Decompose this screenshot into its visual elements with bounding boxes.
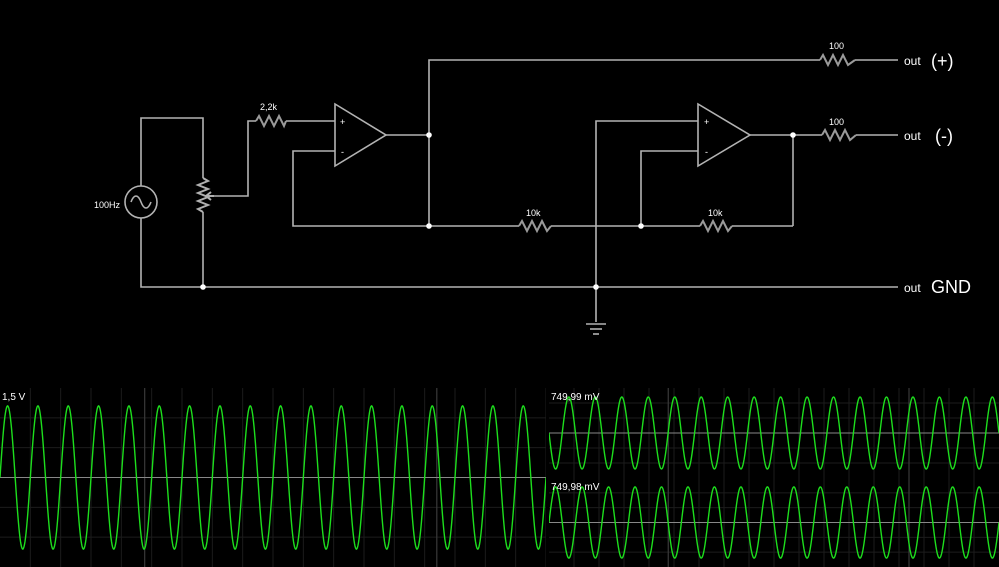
scope-2[interactable]: 749,99 mV: [549, 388, 999, 478]
scope-label: 749,98 mV: [551, 482, 600, 493]
ground-icon: [586, 323, 606, 335]
resistor-out-neg-label: 100: [829, 117, 844, 127]
resistor-input-label: 2,2k: [260, 102, 278, 112]
scope-label: 1,5 V: [2, 392, 26, 403]
scope-1[interactable]: 1,5 V: [0, 388, 546, 567]
out-neg-word: out: [904, 129, 921, 143]
resistor-feedback-2[interactable]: [699, 218, 733, 234]
out-gnd-name: GND: [931, 277, 971, 297]
opamp-1-plus: +: [340, 117, 345, 127]
scope-waveform: [549, 396, 999, 470]
scope-waveform: [549, 486, 999, 559]
source-label: 100Hz: [94, 200, 121, 210]
opamp-2-minus: -: [705, 147, 708, 157]
out-pos-word: out: [904, 54, 921, 68]
opamp-2-plus: +: [704, 117, 709, 127]
wires: [140, 59, 898, 322]
scope-label: 749,99 mV: [551, 392, 600, 403]
opamp-1[interactable]: [334, 102, 388, 168]
resistor-feedback-2-label: 10k: [708, 208, 723, 218]
resistor-out-pos-label: 100: [829, 41, 844, 51]
potentiometer[interactable]: [195, 177, 214, 213]
resistor-feedback-1[interactable]: [518, 218, 552, 234]
resistor-input[interactable]: [255, 113, 287, 129]
opamp-1-minus: -: [341, 147, 344, 157]
resistor-out-pos[interactable]: [819, 52, 856, 68]
out-neg-name: (-): [935, 126, 953, 146]
scope-3[interactable]: 749,98 mV: [549, 478, 999, 567]
ac-source[interactable]: [124, 185, 158, 219]
out-pos-name: (+): [931, 51, 954, 71]
scope-waveform: [0, 405, 546, 550]
opamp-2[interactable]: [697, 102, 752, 168]
junction-dots: [200, 132, 796, 290]
out-gnd-word: out: [904, 281, 921, 295]
resistor-feedback-1-label: 10k: [526, 208, 541, 218]
resistor-out-neg[interactable]: [821, 127, 857, 143]
